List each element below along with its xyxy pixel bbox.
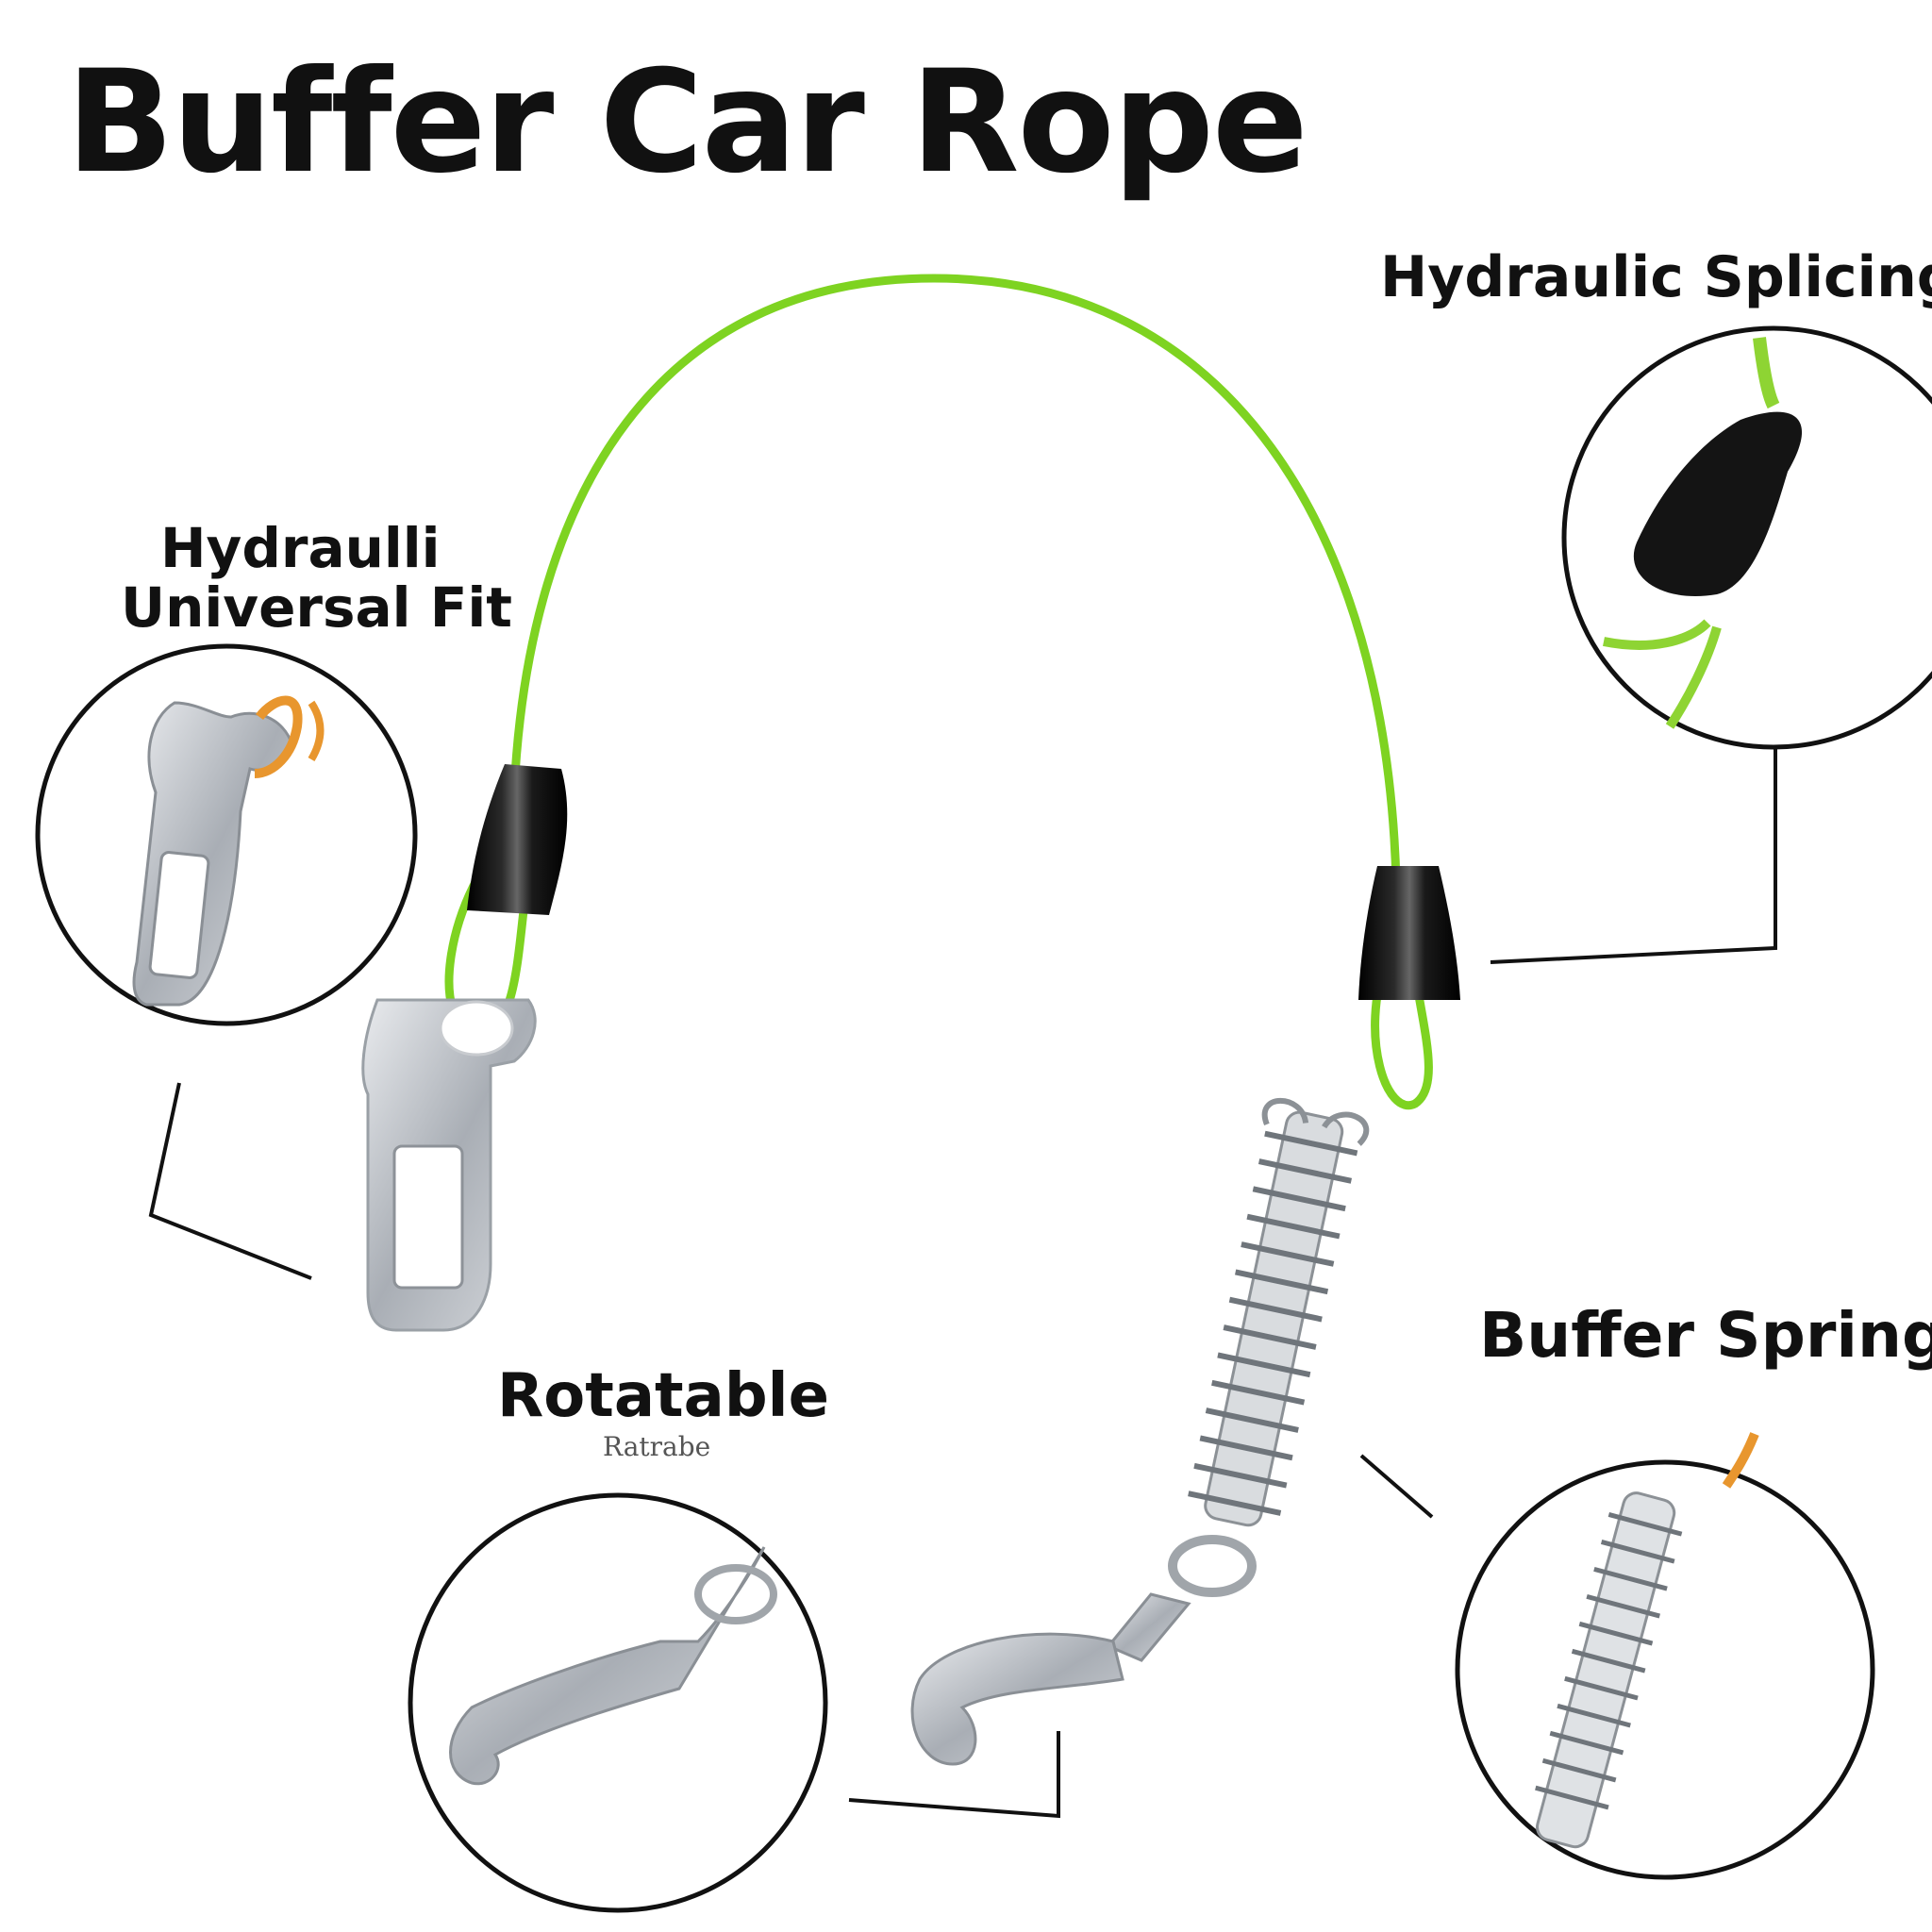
hydraulic-splicing-text: Hydraulic Splicing [1380,244,1932,310]
green-rope-loop-right [1371,956,1433,1110]
callout-splicing [1561,325,1932,750]
rotatable-text: Rotatable [497,1361,829,1431]
snap-hook [910,1535,1257,1766]
green-rope [509,274,1401,887]
rotatable-label: Rotatable Ratrabe [497,1361,829,1463]
callout-buffer-spring [1455,1432,1875,1880]
buffer-spring-text: Buffer Spring [1479,1299,1932,1372]
universal-fit-line1: Hydraulli [160,516,441,580]
right-connector [1358,866,1460,1000]
rotatable-sublabel: Ratrabe [603,1431,711,1463]
buffer-spring [1188,1097,1370,1527]
callout-rotatable [408,1492,828,1913]
buffer-spring-label: Buffer Spring [1479,1299,1932,1372]
hydraulic-splicing-label: Hydraulic Splicing [1380,247,1932,308]
callout-universal-fit [35,643,418,1026]
left-connector [467,764,568,915]
leader-lines [148,722,1777,1819]
universal-fit-label: Hydraulli Universal Fit [121,519,512,637]
universal-fit-line2: Universal Fit [121,575,512,640]
seatbelt-buckle [361,998,537,1332]
spring-closeup-icon [1535,1491,1683,1849]
product-title: Buffer Car Rope [66,41,1308,205]
